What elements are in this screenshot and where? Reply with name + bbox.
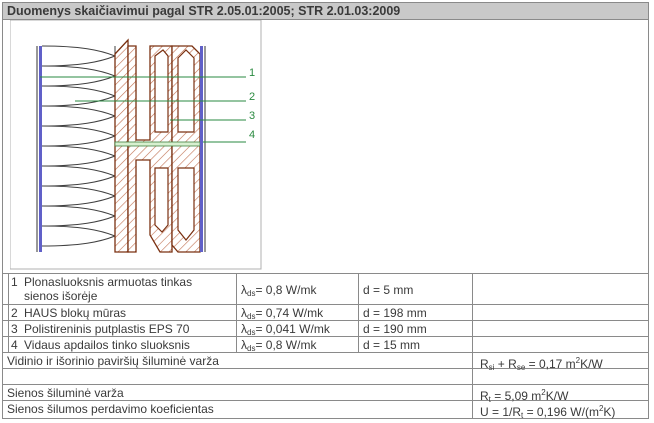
col-divider	[358, 273, 359, 352]
surface-resistance-label: Vidinio ir išorinio paviršių šiluminė va…	[7, 354, 219, 368]
layer-name: Polistireninis putplastis EPS 70	[24, 322, 190, 336]
row-divider	[3, 384, 648, 385]
table-frame	[2, 2, 649, 419]
row-divider	[3, 368, 648, 369]
col-divider	[472, 273, 473, 419]
mortar-joint	[114, 141, 201, 147]
layer-conductivity: λds= 0,74 W/mk	[241, 306, 324, 321]
callout-leaders	[40, 76, 246, 143]
page-title: Duomenys skaičiavimui pagal STR 2.05.01:…	[3, 3, 648, 20]
layer-thickness: d = 198 mm	[363, 306, 427, 320]
layer-number: 1	[11, 275, 18, 289]
wall-resistance-value: Rt = 5,09 m2K/W	[480, 388, 569, 404]
surface-resistance-value: Rsi + Rse = 0,17 m2K/W	[480, 356, 603, 372]
col-divider	[236, 273, 237, 352]
callout-1: 1	[249, 67, 255, 79]
layer-thickness: d = 5 mm	[363, 283, 414, 297]
plaster-layer	[200, 46, 203, 252]
layer-thickness: d = 15 mm	[363, 338, 421, 352]
row-divider	[3, 336, 648, 337]
row-divider	[3, 320, 648, 321]
col-divider	[8, 273, 9, 352]
wall-resistance-label: Sienos šiluminė varža	[7, 386, 124, 400]
row-divider	[3, 400, 648, 401]
layer-name: Vidaus apdailos tinko sluoksnis	[24, 338, 190, 352]
row-divider	[3, 304, 648, 305]
layer-conductivity: λds= 0,041 W/mk	[241, 322, 330, 337]
layer-thickness: d = 190 mm	[363, 322, 427, 336]
render-layer	[39, 46, 42, 252]
callout-2: 2	[249, 91, 255, 103]
transmittance-label: Sienos šilumos perdavimo koeficientas	[7, 402, 214, 416]
wall-section-figure: 1 2 3 4	[10, 20, 262, 270]
layer-conductivity: λds= 0,8 W/mk	[241, 283, 317, 298]
layer-name-cont: sienos išorėje	[24, 289, 98, 303]
insulation-layer	[41, 45, 117, 247]
layer-name: Plonasluoksnis armuotas tinkas	[24, 275, 193, 289]
transmittance-value: U = 1/Rt = 0,196 W/(m2K)	[480, 404, 616, 420]
row-divider	[3, 352, 648, 353]
layer-number: 3	[11, 322, 18, 336]
layer-conductivity: λds= 0,8 W/mk	[241, 338, 317, 353]
row-divider	[3, 273, 648, 274]
layer-number: 4	[11, 338, 18, 352]
layer-number: 2	[11, 306, 18, 320]
callout-4: 4	[249, 129, 255, 141]
callout-3: 3	[249, 110, 255, 122]
layer-name: HAUS blokų mūras	[24, 306, 127, 320]
